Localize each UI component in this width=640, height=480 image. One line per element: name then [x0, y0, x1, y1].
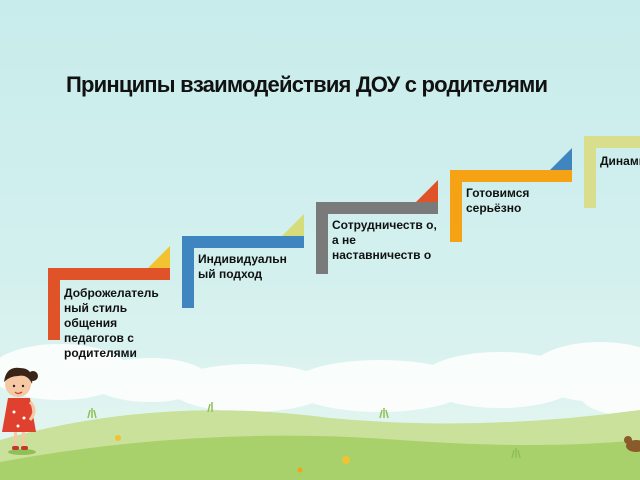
step-corner-triangle [550, 148, 572, 170]
step-bar-vertical [182, 236, 194, 308]
flowers [115, 435, 350, 473]
step-corner-triangle [282, 214, 304, 236]
step-bar-vertical [316, 202, 328, 274]
step-bar-horizontal [316, 202, 438, 214]
step-bar-horizontal [584, 136, 640, 148]
step-label: Доброжелатель ный стиль общения педагого… [64, 286, 159, 360]
step-bar-vertical [48, 268, 60, 340]
step-bar-horizontal [450, 170, 572, 182]
step-corner-triangle [148, 246, 170, 268]
step-1: Доброжелатель ный стиль общения педагого… [48, 246, 170, 360]
clouds [0, 342, 640, 417]
step-4: Готовимся серьёзно [450, 148, 572, 242]
grass-tufts [87, 402, 521, 459]
critter-icon [624, 436, 640, 452]
step-2: Индивидуальн ый подход [182, 214, 304, 308]
step-bar-vertical [584, 136, 596, 208]
girl-icon [2, 367, 38, 455]
step-label: Готовимся серьёзно [466, 186, 530, 215]
step-bar-horizontal [48, 268, 170, 280]
step-bar-vertical [450, 170, 462, 242]
page-title: Принципы взаимодействия ДОУ с родителями [66, 72, 548, 97]
step-5: Динамичность [584, 136, 640, 208]
step-corner-triangle [416, 180, 438, 202]
step-label: Сотрудничеств о, а не наставничеств о [332, 218, 437, 262]
step-3: Сотрудничеств о, а не наставничеств о [316, 180, 438, 274]
hill-front [0, 435, 640, 480]
step-label: Индивидуальн ый подход [198, 252, 287, 281]
step-bar-horizontal [182, 236, 304, 248]
step-label: Динамичность [600, 154, 640, 168]
